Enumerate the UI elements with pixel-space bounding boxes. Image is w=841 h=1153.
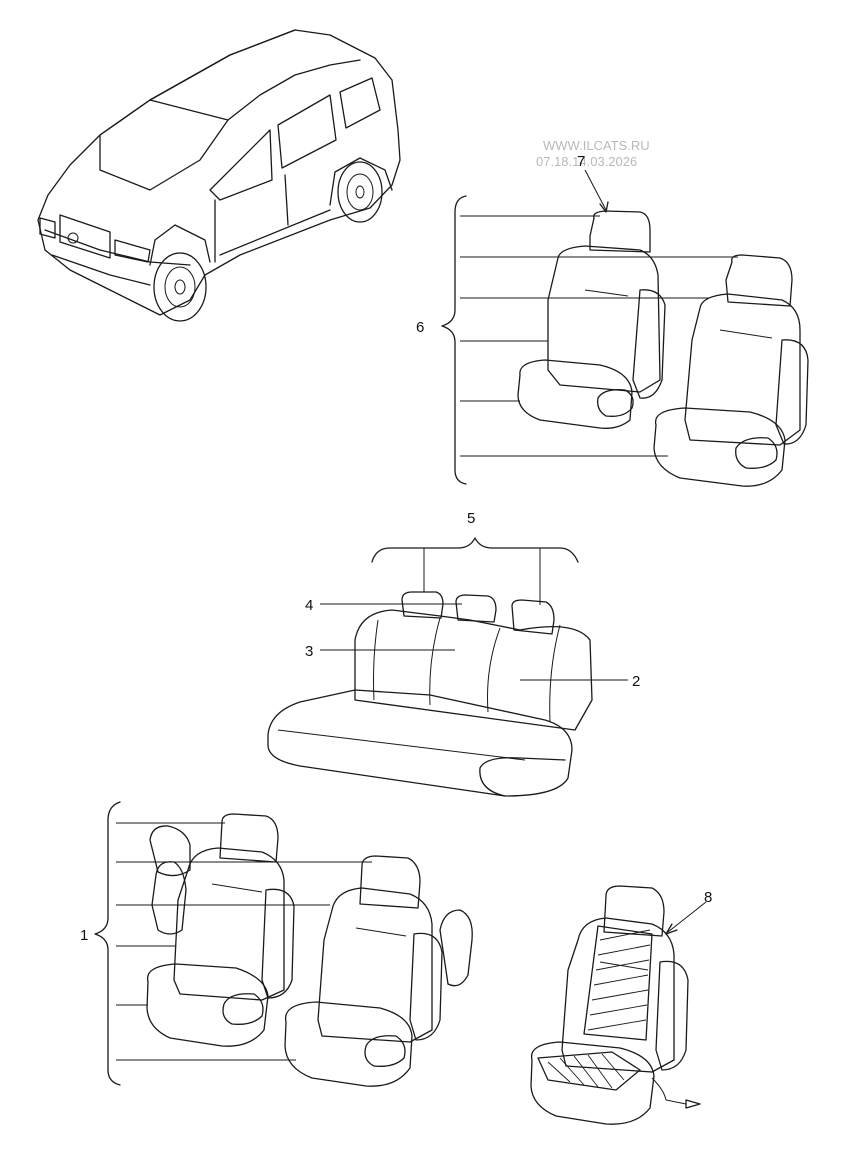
- watermark-line1: WWW.ILCATS.RU: [543, 138, 650, 153]
- callout-3: 3: [305, 643, 313, 660]
- callout-6: 6: [416, 319, 424, 336]
- front-seat-cover-group-6: [441, 169, 809, 487]
- callout-5: 5: [467, 510, 475, 527]
- callout-2: 2: [632, 673, 640, 690]
- watermark-line2: 07.18.14.03.2026: [536, 154, 637, 169]
- callout-8: 8: [704, 889, 712, 906]
- heated-seat-element-group-8: [530, 885, 707, 1125]
- front-seat-cover-group-1: [94, 801, 473, 1087]
- callout-7: 7: [577, 153, 585, 170]
- callout-4: 4: [305, 597, 313, 614]
- callout-1: 1: [80, 927, 88, 944]
- rear-bench-cover-group: [267, 537, 628, 797]
- vehicle-illustration: [37, 29, 401, 322]
